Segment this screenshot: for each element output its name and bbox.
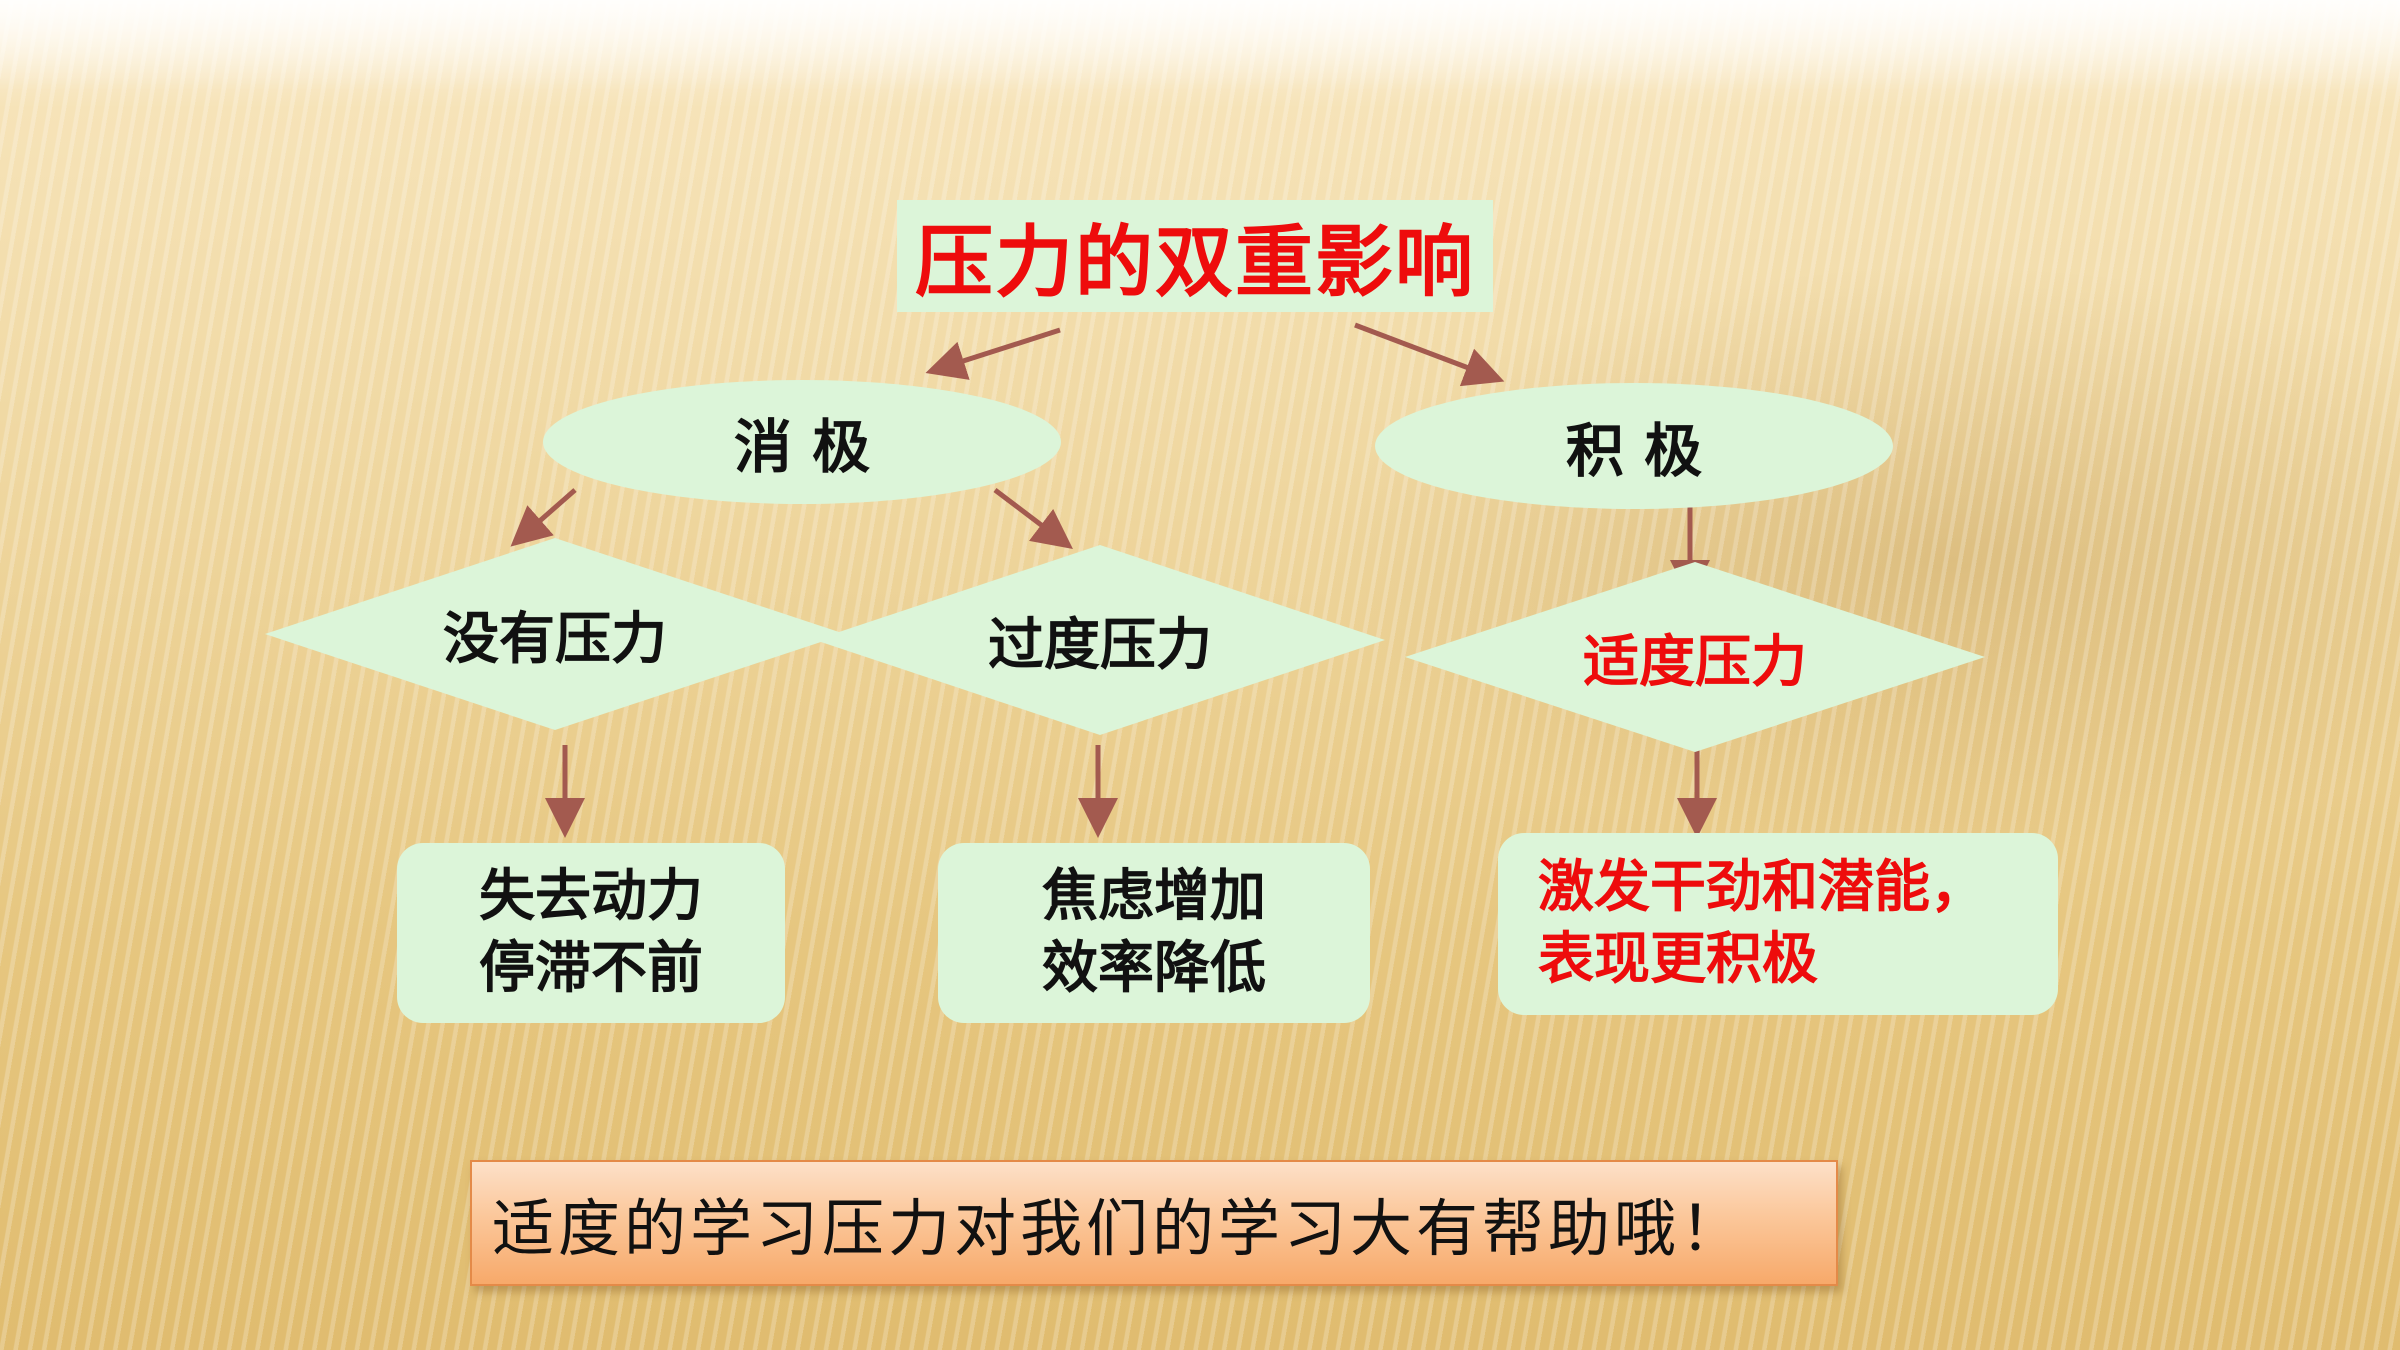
no-pressure-result: 失去动力 停滞不前 xyxy=(397,843,785,1023)
no-pressure-result-line-2: 停滞不前 xyxy=(479,936,703,1001)
no-pressure-label: 没有压力 xyxy=(443,606,667,672)
moderate-pressure-result-line-2: 表现更积极 xyxy=(1538,927,1818,992)
positive-label: 积 极 xyxy=(1565,417,1703,485)
moderate-pressure-node: 适度压力 xyxy=(1405,562,1985,752)
arrow-title-to-negative xyxy=(925,327,1061,380)
conclusion-banner: 适度的学习压力对我们的学习大有帮助哦！ xyxy=(470,1160,1838,1286)
background-fade xyxy=(0,0,2400,90)
excess-pressure-result-line-2: 效率降低 xyxy=(1042,936,1266,1001)
arrow-negative-to-no-pressure xyxy=(510,488,577,547)
excess-pressure-node: 过度压力 xyxy=(815,545,1385,735)
excess-pressure-label: 过度压力 xyxy=(988,612,1212,678)
no-pressure-result-line-1: 失去动力 xyxy=(479,864,703,929)
diagram-title: 压力的双重影响 xyxy=(914,218,1475,308)
excess-pressure-result-line-1: 焦虑增加 xyxy=(1042,864,1266,929)
positive-node: 积 极 xyxy=(1375,383,1893,509)
title-box: 压力的双重影响 xyxy=(897,200,1493,312)
moderate-pressure-label: 适度压力 xyxy=(1583,629,1807,695)
negative-node: 消 极 xyxy=(543,380,1061,504)
negative-label: 消 极 xyxy=(733,413,871,481)
no-pressure-node: 没有压力 xyxy=(265,538,845,730)
arrow-negative-to-excess-pressure xyxy=(993,488,1073,550)
moderate-pressure-result: 激发干劲和潜能， 表现更积极 xyxy=(1498,833,2058,1015)
conclusion-text: 适度的学习压力对我们的学习大有帮助哦！ xyxy=(492,1192,1747,1265)
excess-pressure-result: 焦虑增加 效率降低 xyxy=(938,843,1370,1023)
arrow-title-to-positive xyxy=(1354,322,1505,387)
moderate-pressure-result-line-1: 激发干劲和潜能， xyxy=(1538,855,1986,920)
